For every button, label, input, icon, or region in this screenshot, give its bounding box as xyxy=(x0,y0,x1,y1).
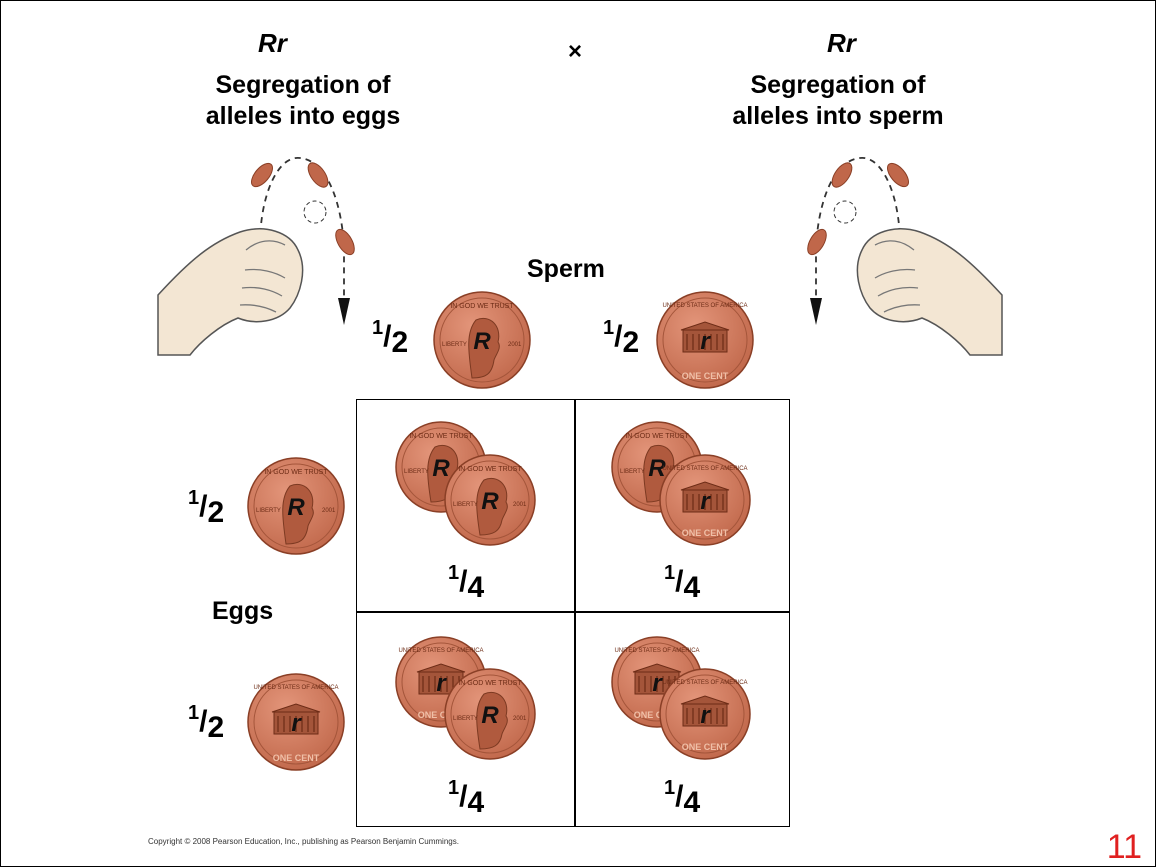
left-hand-toss-illustration xyxy=(150,150,370,360)
svg-text:UNITED STATES OF AMERICA: UNITED STATES OF AMERICA xyxy=(662,303,747,309)
svg-text:LIBERTY: LIBERTY xyxy=(256,508,281,514)
svg-text:LIBERTY: LIBERTY xyxy=(620,469,645,475)
fraction-denominator: 4 xyxy=(467,571,484,604)
allele-letter: R xyxy=(473,328,491,355)
svg-text:2001: 2001 xyxy=(508,342,522,348)
right-heading-line1: Segregation of xyxy=(703,70,973,101)
cell-Rr-fraction: 1/4 xyxy=(664,567,700,600)
grid-divider-horizontal xyxy=(356,611,790,613)
cross-symbol: × xyxy=(568,38,582,66)
fraction-numerator: 1 xyxy=(603,317,614,339)
left-heading-line2: alleles into eggs xyxy=(178,101,428,132)
svg-text:IN GOD WE TRUST: IN GOD WE TRUST xyxy=(264,469,328,476)
fraction-numerator: 1 xyxy=(448,777,459,799)
right-hand-toss-illustration xyxy=(790,150,1010,360)
svg-text:LIBERTY: LIBERTY xyxy=(442,342,467,348)
svg-text:UNITED STATES OF AMERICA: UNITED STATES OF AMERICA xyxy=(614,648,699,654)
fraction-numerator: 1 xyxy=(448,562,459,584)
svg-text:IN GOD WE TRUST: IN GOD WE TRUST xyxy=(625,433,689,440)
svg-text:ONE CENT: ONE CENT xyxy=(682,742,729,752)
fraction-denominator: 4 xyxy=(683,786,700,819)
svg-text:UNITED STATES OF AMERICA: UNITED STATES OF AMERICA xyxy=(662,466,747,472)
allele-letter: R xyxy=(481,488,499,515)
fraction-numerator: 1 xyxy=(664,777,675,799)
egg-R-fraction: 1/2 xyxy=(188,492,224,525)
svg-text:ONE CENT: ONE CENT xyxy=(682,371,729,381)
fraction-denominator: 4 xyxy=(683,571,700,604)
fraction-denominator: 4 xyxy=(467,786,484,819)
eggs-label: Eggs xyxy=(212,597,273,626)
sperm-R-coin: IN GOD WE TRUST LIBERTY 2001 R xyxy=(432,290,532,390)
left-heading-line1: Segregation of xyxy=(178,70,428,101)
sperm-label: Sperm xyxy=(527,255,605,284)
svg-text:2001: 2001 xyxy=(513,716,527,722)
fraction-numerator: 1 xyxy=(188,487,199,509)
grid-divider-vertical xyxy=(574,399,576,827)
right-genotype: Rr xyxy=(827,28,856,59)
copyright-notice: Copyright © 2008 Pearson Education, Inc.… xyxy=(148,837,459,846)
svg-text:LIBERTY: LIBERTY xyxy=(453,716,478,722)
cell-1-sperm-coin: IN GOD WE TRUST LIBERTY 2001 R xyxy=(443,453,537,547)
allele-letter: R xyxy=(287,494,305,521)
fraction-numerator: 1 xyxy=(188,702,199,724)
svg-text:ONE CENT: ONE CENT xyxy=(273,753,320,763)
fraction-numerator: 1 xyxy=(372,317,383,339)
cell-3-sperm-coin: IN GOD WE TRUST LIBERTY 2001 R xyxy=(443,667,537,761)
fraction-denominator: 2 xyxy=(622,326,639,359)
svg-text:2001: 2001 xyxy=(513,502,527,508)
svg-text:ONE CENT: ONE CENT xyxy=(682,528,729,538)
svg-text:2001: 2001 xyxy=(322,508,336,514)
svg-text:UNITED STATES OF AMERICA: UNITED STATES OF AMERICA xyxy=(398,648,483,654)
egg-R-coin: IN GOD WE TRUST LIBERTY 2001 R xyxy=(246,456,346,556)
svg-text:IN GOD WE TRUST: IN GOD WE TRUST xyxy=(458,466,522,473)
cell-RR-fraction: 1/4 xyxy=(448,567,484,600)
fraction-numerator: 1 xyxy=(664,562,675,584)
sperm-R-fraction: 1/2 xyxy=(372,322,408,355)
cell-rr-fraction: 1/4 xyxy=(664,782,700,815)
allele-letter: R xyxy=(481,702,499,729)
fraction-denominator: 2 xyxy=(207,496,224,529)
left-genotype: Rr xyxy=(258,28,287,59)
svg-text:LIBERTY: LIBERTY xyxy=(404,469,429,475)
right-heading-line2: alleles into sperm xyxy=(703,101,973,132)
svg-text:UNITED STATES OF AMERICA: UNITED STATES OF AMERICA xyxy=(253,685,338,691)
slide-number: 11 xyxy=(1107,828,1142,867)
svg-text:IN GOD WE TRUST: IN GOD WE TRUST xyxy=(458,680,522,687)
sperm-r-fraction: 1/2 xyxy=(603,322,639,355)
svg-text:LIBERTY: LIBERTY xyxy=(453,502,478,508)
svg-text:UNITED STATES OF AMERICA: UNITED STATES OF AMERICA xyxy=(662,680,747,686)
cell-rR-fraction: 1/4 xyxy=(448,782,484,815)
egg-r-fraction: 1/2 xyxy=(188,707,224,740)
right-heading: Segregation of alleles into sperm xyxy=(703,70,973,132)
left-heading: Segregation of alleles into eggs xyxy=(178,70,428,132)
svg-text:IN GOD WE TRUST: IN GOD WE TRUST xyxy=(450,303,514,310)
fraction-denominator: 2 xyxy=(391,326,408,359)
fraction-denominator: 2 xyxy=(207,711,224,744)
svg-text:IN GOD WE TRUST: IN GOD WE TRUST xyxy=(409,433,473,440)
